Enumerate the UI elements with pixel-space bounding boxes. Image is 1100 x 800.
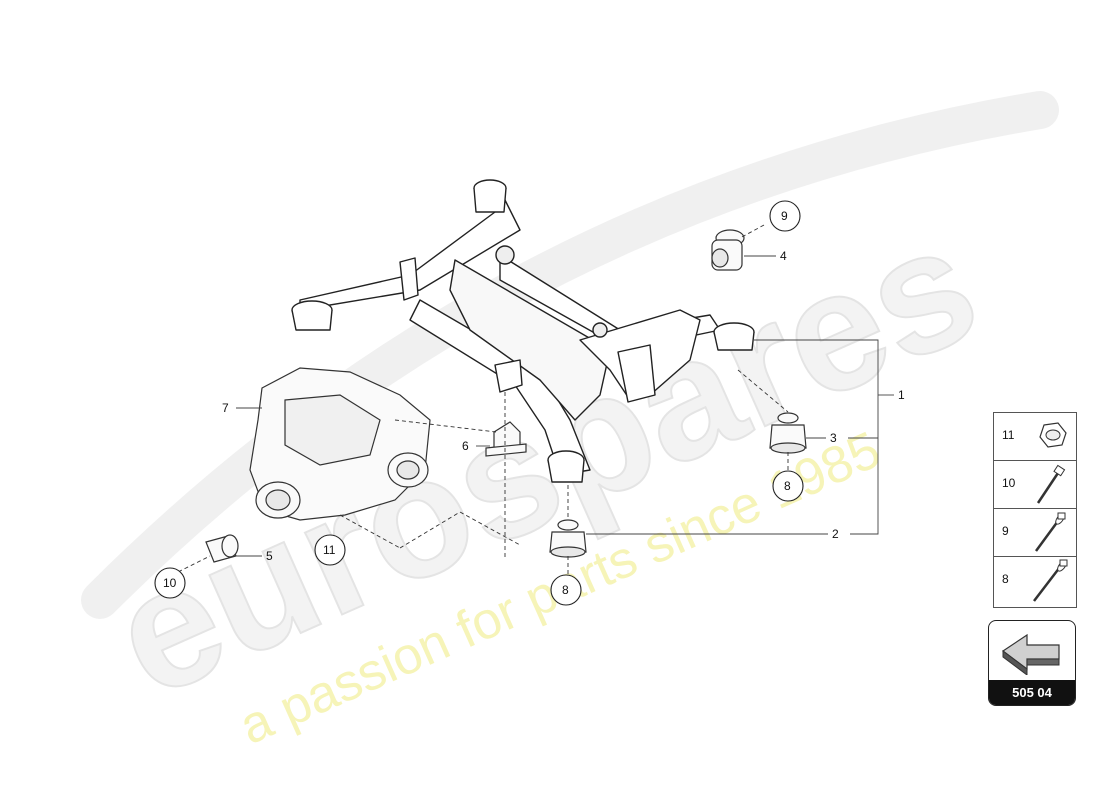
reference-card: 505 04	[988, 620, 1076, 706]
fastener-legend: 11 10 9 8	[993, 412, 1077, 608]
callout-9: 9	[781, 209, 788, 223]
long-bolt-icon	[1033, 559, 1068, 602]
callout-circle-9	[769, 200, 801, 232]
callout-7: 7	[222, 401, 229, 415]
bushing-4	[711, 229, 745, 271]
direction-arrow-icon	[1001, 633, 1060, 675]
legend-item-10: 10	[994, 461, 1076, 509]
leader-lines	[236, 255, 894, 557]
legend-item-9: 9	[994, 509, 1076, 557]
legend-item-11: 11	[994, 413, 1076, 461]
legend-item-8: 8	[994, 557, 1076, 605]
callout-circles	[154, 200, 804, 606]
rear-differential	[249, 367, 431, 521]
callout-3: 3	[830, 431, 837, 445]
callout-4: 4	[780, 249, 787, 263]
callout-8b: 8	[562, 583, 569, 597]
bushing-3	[769, 412, 807, 454]
callout-5: 5	[266, 549, 273, 563]
mount-6	[485, 421, 527, 457]
rear-subframe	[291, 179, 755, 483]
callout-circle-8b	[550, 574, 582, 606]
bushing-2	[549, 519, 587, 558]
hex-nut-icon	[1039, 422, 1067, 448]
reference-code: 505 04	[989, 680, 1075, 705]
legend-num: 11	[1002, 428, 1015, 442]
flange-bolt-icon	[1034, 512, 1066, 552]
callout-10: 10	[163, 576, 177, 590]
callout-circle-10	[154, 567, 186, 599]
callout-circle-8a	[772, 470, 804, 502]
callout-labels: 1 2 3 4 5 6 7 8 8 9 10 11	[163, 209, 905, 597]
hex-bolt-icon	[1036, 464, 1066, 504]
callout-11: 11	[323, 543, 336, 557]
callout-circle-11	[314, 534, 346, 566]
legend-num: 10	[1002, 476, 1016, 490]
callout-8a: 8	[784, 479, 791, 493]
callout-6: 6	[462, 439, 469, 453]
legend-num: 8	[1002, 572, 1009, 586]
legend-num: 9	[1002, 524, 1009, 538]
callout-2: 2	[832, 527, 839, 541]
guide-lines	[171, 224, 789, 576]
callout-1: 1	[898, 388, 905, 402]
